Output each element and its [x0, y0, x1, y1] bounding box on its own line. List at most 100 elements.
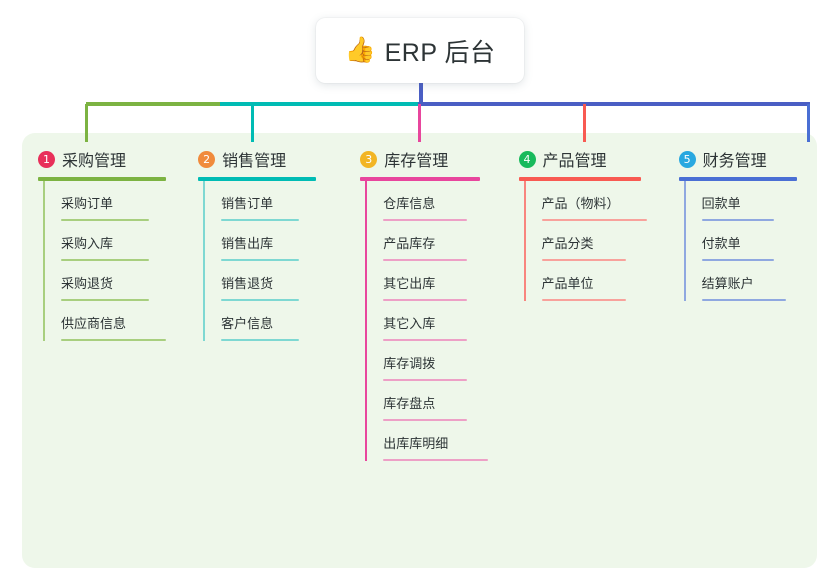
list-item[interactable]: 产品单位: [524, 261, 663, 301]
module-badge-5: 5: [678, 150, 696, 168]
module-underline-inventory: [360, 177, 481, 181]
module-underline-finance: [678, 177, 797, 181]
module-title-product: 产品管理: [542, 153, 607, 170]
connector-drop-2: [251, 104, 254, 142]
root-node-title: ERP 后台: [384, 38, 496, 67]
list-item-rule: [61, 259, 149, 261]
list-item-label: 库存调拨: [383, 356, 436, 371]
list-item-label: 其它入库: [383, 316, 436, 331]
module-header-finance[interactable]: 5 财务管理: [678, 146, 817, 172]
list-item-rule: [383, 219, 468, 221]
list-item[interactable]: 库存盘点: [365, 381, 502, 421]
list-item[interactable]: 回款单: [684, 181, 817, 221]
list-item[interactable]: 销售退货: [203, 261, 342, 301]
list-item[interactable]: 采购入库: [43, 221, 182, 261]
module-title-procurement: 采购管理: [62, 153, 127, 170]
connector-drop-5: [807, 104, 810, 142]
list-item[interactable]: 结算账户: [684, 261, 817, 301]
list-item-rule: [61, 299, 149, 301]
list-item-rule: [383, 419, 468, 421]
module-items-finance: 回款单 付款单 结算账户: [683, 181, 817, 301]
list-item-label: 客户信息: [221, 316, 274, 331]
list-item-rule: [383, 379, 468, 381]
list-item-rule: [541, 219, 647, 221]
connector-horizontal-blue: [418, 102, 810, 106]
module-title-sales: 销售管理: [222, 153, 287, 170]
list-item-rule: [221, 339, 300, 341]
module-column-finance: 5 财务管理 回款单 付款单 结算账户: [663, 146, 817, 568]
module-stem-finance: [683, 181, 686, 301]
module-header-inventory[interactable]: 3 库存管理: [360, 146, 502, 172]
list-item[interactable]: 出库库明细: [365, 421, 502, 461]
list-item-label: 销售退货: [221, 276, 274, 291]
module-title-finance: 财务管理: [702, 153, 767, 170]
module-items-procurement: 采购订单 采购入库 采购退货 供应商信息: [43, 181, 182, 341]
list-item-label: 仓库信息: [383, 196, 436, 211]
thumbs-up-icon: 👍: [344, 36, 376, 64]
list-item-rule: [221, 299, 300, 301]
list-item-label: 回款单: [701, 196, 741, 211]
module-column-procurement: 1 采购管理 采购订单 采购入库 采购退货 供应商信: [22, 146, 182, 568]
list-item-label: 销售出库: [221, 236, 274, 251]
module-column-inventory: 3 库存管理 仓库信息 产品库存 其它出库 其它入库: [342, 146, 502, 568]
list-item-label: 供应商信息: [61, 316, 127, 331]
list-item-label: 付款单: [701, 236, 741, 251]
list-item-rule: [541, 259, 626, 261]
list-item[interactable]: 付款单: [684, 221, 817, 261]
module-stem-procurement: [43, 181, 45, 341]
list-item-rule: [701, 259, 774, 261]
list-item-label: 采购入库: [61, 236, 114, 251]
module-items-inventory: 仓库信息 产品库存 其它出库 其它入库 库存调拨: [365, 181, 502, 461]
module-header-sales[interactable]: 2 销售管理: [198, 146, 342, 172]
module-header-procurement[interactable]: 1 采购管理: [38, 146, 182, 172]
list-item-label: 采购订单: [61, 196, 114, 211]
list-item[interactable]: 产品库存: [365, 221, 502, 261]
connector-drop-3: [418, 104, 421, 142]
list-item-rule: [701, 299, 786, 301]
list-item[interactable]: 库存调拨: [365, 341, 502, 381]
list-item-rule: [701, 219, 774, 221]
list-item[interactable]: 其它入库: [365, 301, 502, 341]
module-items-sales: 销售订单 销售出库 销售退货 客户信息: [203, 181, 342, 341]
list-item-rule: [383, 259, 468, 261]
module-badge-3: 3: [360, 150, 378, 168]
list-item[interactable]: 仓库信息: [365, 181, 502, 221]
list-item-label: 产品库存: [383, 236, 436, 251]
root-node-erp-backend[interactable]: 👍 ERP 后台: [316, 18, 524, 83]
list-item[interactable]: 供应商信息: [43, 301, 182, 341]
module-column-sales: 2 销售管理 销售订单 销售出库 销售退货 客户信息: [182, 146, 342, 568]
list-item-rule: [383, 339, 468, 341]
list-item-label: 结算账户: [701, 276, 754, 291]
list-item[interactable]: 产品分类: [524, 221, 663, 261]
module-header-product[interactable]: 4 产品管理: [518, 146, 663, 172]
list-item-label: 产品分类: [541, 236, 594, 251]
module-badge-1: 1: [38, 150, 55, 168]
list-item-rule: [221, 259, 300, 261]
module-underline-product: [518, 177, 641, 181]
module-badge-4: 4: [518, 150, 536, 168]
module-underline-procurement: [38, 177, 166, 181]
list-item-label: 产品单位: [541, 276, 594, 291]
list-item[interactable]: 销售订单: [203, 181, 342, 221]
module-stem-sales: [203, 181, 206, 341]
modules-columns: 1 采购管理 采购订单 采购入库 采购退货 供应商信: [22, 133, 817, 568]
list-item[interactable]: 产品（物料）: [524, 181, 663, 221]
list-item[interactable]: 采购退货: [43, 261, 182, 301]
list-item-rule: [383, 299, 468, 301]
connector-drop-4: [583, 104, 586, 142]
connector-horizontal-teal: [220, 102, 420, 106]
connector-horizontal-green: [86, 102, 222, 106]
list-item[interactable]: 客户信息: [203, 301, 342, 341]
module-underline-sales: [198, 177, 317, 181]
module-title-inventory: 库存管理: [384, 153, 449, 170]
list-item[interactable]: 其它出库: [365, 261, 502, 301]
module-column-product: 4 产品管理 产品（物料） 产品分类 产品单位: [503, 146, 663, 568]
list-item-label: 出库库明细: [383, 436, 449, 451]
list-item[interactable]: 销售出库: [203, 221, 342, 261]
list-item-label: 库存盘点: [383, 396, 436, 411]
list-item[interactable]: 采购订单: [43, 181, 182, 221]
list-item-label: 其它出库: [383, 276, 436, 291]
list-item-label: 产品（物料）: [541, 196, 620, 211]
list-item-rule: [61, 219, 149, 221]
